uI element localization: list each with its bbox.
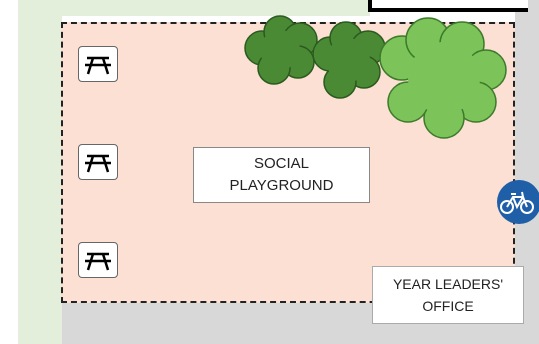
- label-line: PLAYGROUND: [229, 177, 334, 194]
- year-leaders-office-label[interactable]: YEAR LEADERS' OFFICE: [372, 266, 524, 324]
- label-line: SOCIAL: [253, 155, 310, 172]
- grass-area-left: [18, 0, 62, 344]
- label-line: OFFICE: [422, 298, 474, 314]
- trees-group: [244, 15, 507, 139]
- tree-icon: [244, 15, 318, 85]
- picnic-table-icon[interactable]: [78, 242, 118, 278]
- tree-icon: [312, 21, 386, 99]
- tree-icon: [379, 17, 507, 139]
- social-playground-label: SOCIAL PLAYGROUND: [193, 147, 370, 203]
- building-outline: [368, 0, 528, 12]
- picnic-table-icon[interactable]: [78, 46, 118, 82]
- picnic-table-icon[interactable]: [78, 144, 118, 180]
- label-line: YEAR LEADERS': [392, 276, 504, 292]
- grass-area-top: [18, 0, 370, 16]
- bicycle-icon[interactable]: [495, 178, 539, 226]
